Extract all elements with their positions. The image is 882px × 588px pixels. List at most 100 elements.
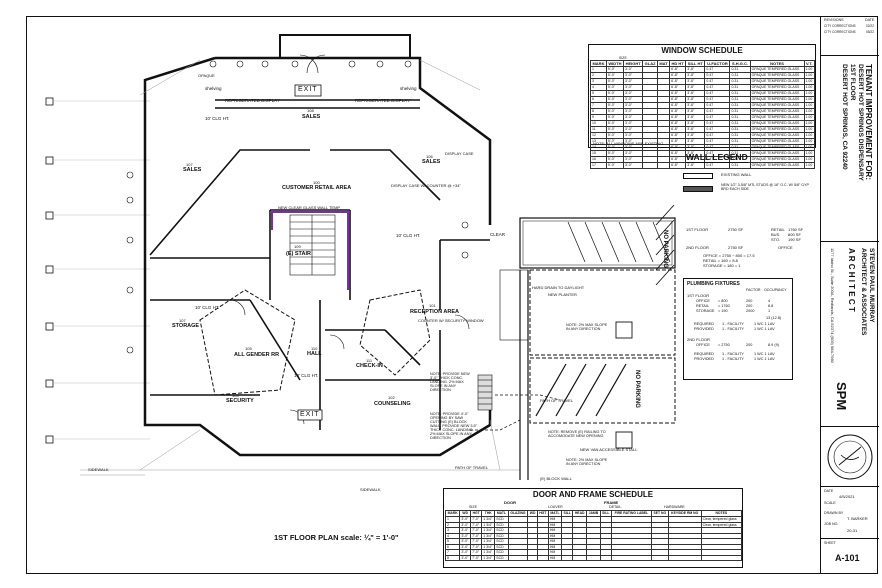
ceiling-height: 10' CLG HT.	[195, 305, 220, 310]
retail-label: RETAIL	[771, 227, 785, 232]
plumbing-cell: STORAGE	[696, 309, 715, 313]
table-cell: OPAQUE TEMPERED GLASS	[749, 138, 805, 145]
new-clear-glass-wall: NEW CLEAR GLASS WALL TEMP	[278, 205, 341, 210]
room-number: 107	[186, 162, 193, 167]
plumbing-cell: 8.8	[768, 304, 774, 308]
plumbing-first-floor: 1ST FLOOR	[687, 293, 710, 298]
office-label: OFFICE	[778, 245, 793, 250]
sheet-border	[26, 16, 878, 574]
table-cell: 6'-8"	[669, 162, 687, 169]
ramp-landing-note: NOTE: PROVIDE NEW 3'-0" THICK CONC. LAND…	[430, 372, 470, 392]
slope-note: NOTE: 2% MAX SLOPE IN ANY DIRECTION	[566, 323, 608, 331]
table-cell: 3'-0"	[459, 554, 472, 561]
second-floor-area: 2750 SF	[728, 245, 744, 250]
sto-label: STO.	[771, 237, 781, 242]
table-cell: OPAQUE TEMPERED GLASS	[749, 162, 805, 169]
table-cell	[656, 162, 671, 169]
plumbing-cell: = 800	[718, 299, 728, 303]
path-of-travel-label: PATH OF TRAVEL	[455, 465, 489, 470]
job-no-label: JOB NO.	[824, 522, 839, 526]
table-cell: SCD	[494, 554, 509, 561]
table-cell	[610, 554, 652, 561]
shelving-left: shelving	[205, 86, 222, 91]
table-cell	[527, 554, 538, 561]
table-cell	[642, 162, 658, 169]
retail-calc: RETAIL = 160 = 8.8	[703, 258, 738, 263]
plumbing-cell: OFFICE	[696, 299, 710, 303]
room-number: 102	[388, 395, 395, 400]
hard-drain-note: HARD DRAIN TO DAYLIGHT	[532, 285, 585, 290]
revision-date: 02/22	[866, 24, 874, 28]
room-number: 110	[311, 346, 318, 351]
required-value: 1 - FACILITY	[722, 322, 744, 326]
room-number: 109	[294, 244, 301, 249]
project-line4: DESERT HOT SPRINGS, CA 92240	[841, 64, 848, 170]
revision-date-label: DATE	[865, 18, 875, 22]
bus-area: 800 SF	[788, 232, 801, 237]
room-hall: HALL	[307, 351, 322, 357]
door-schedule-header: NOTES	[700, 510, 743, 517]
window-schedule-header: SILL HT	[685, 60, 706, 67]
factor-label: FACTOR	[746, 288, 761, 292]
revisions-label: REVISIONS	[824, 18, 844, 22]
window-size-label: SIZE	[619, 56, 627, 60]
room-stair: (E) STAIR	[286, 251, 311, 257]
plumbing-cell: 1	[768, 309, 771, 313]
table-cell: 5'-0"	[605, 162, 625, 169]
plumbing-cell: 2000	[746, 309, 755, 313]
table-cell: OPAQUE TEMPERED GLASS	[749, 102, 805, 109]
plumbing-cell: OFFICE	[696, 343, 710, 347]
provided-label: PROVIDED	[694, 357, 714, 361]
table-cell: 3'-8"	[685, 162, 706, 169]
table-cell	[700, 554, 743, 561]
room-sales-right: SALES	[422, 159, 441, 165]
job-no-value: 20-31	[847, 528, 858, 533]
wc-lav: 1 WC 1 LAV	[754, 357, 775, 361]
table-cell: OPAQUE TEMPERED GLASS	[749, 90, 805, 97]
room-number: 104	[232, 393, 239, 398]
plumbing-title: PLUMBING FIXTURES	[687, 281, 740, 287]
ceiling-height: 10' CLG HT.	[294, 373, 319, 378]
exit-sign-top: EXIT	[298, 86, 318, 93]
existing-wall-label: EXISTING WALL	[721, 172, 752, 177]
wc-lav: 1 WC 1 LAV	[754, 352, 775, 356]
hardware-label: HARDWARE	[664, 505, 685, 509]
table-cell: HM	[547, 554, 563, 561]
second-floor-label: 2ND FLOOR	[686, 245, 709, 250]
plumbing-cell: 200	[746, 299, 753, 303]
table-cell	[536, 554, 549, 561]
table-cell	[507, 554, 529, 561]
door-schedule-header: GLAZING	[507, 510, 529, 517]
wall-legend-title: WALL LEGEND	[686, 152, 748, 163]
new-wall-label: NEW 1/2" 3-5/8" MTL STUDS @ 16" O.C. W/ …	[721, 183, 809, 191]
drawing-info: DATE 4/5/2021 SCALE DRAWN BY T. BARKER J…	[821, 487, 879, 539]
table-cell	[561, 554, 574, 561]
storage-calc: STORAGE = 180 = 1	[703, 263, 741, 268]
door-schedule-title: DOOR AND FRAME SCHEDULE	[532, 490, 654, 499]
table-cell: OPAQUE TEMPERED GLASS	[749, 72, 805, 79]
table-cell: OPAQUE TEMPERED GLASS	[749, 120, 805, 127]
occupancy-label: OCCUPANCY	[764, 288, 787, 292]
counter-security-note: COUNTER W/ SECURITY WINDOW	[418, 318, 484, 323]
door-schedule-header: SET NO	[650, 510, 669, 517]
room-number: 108	[307, 108, 314, 113]
window-schedule-title: WINDOW SCHEDULE	[661, 46, 743, 55]
door-schedule-header: WD	[527, 510, 538, 517]
room-number: 105	[245, 346, 252, 351]
door-schedule-header: SILL	[599, 510, 612, 517]
table-cell	[667, 554, 702, 561]
table-cell: 7'-0"	[470, 554, 483, 561]
plumbing-cell: 4	[768, 299, 771, 303]
provided-value: 1 - FACILITY	[722, 327, 744, 331]
table-cell: 8	[444, 554, 461, 561]
sidewalk-label: SIDEWALK	[360, 487, 381, 492]
plumbing-cell: 8.9 (9)	[768, 343, 779, 347]
